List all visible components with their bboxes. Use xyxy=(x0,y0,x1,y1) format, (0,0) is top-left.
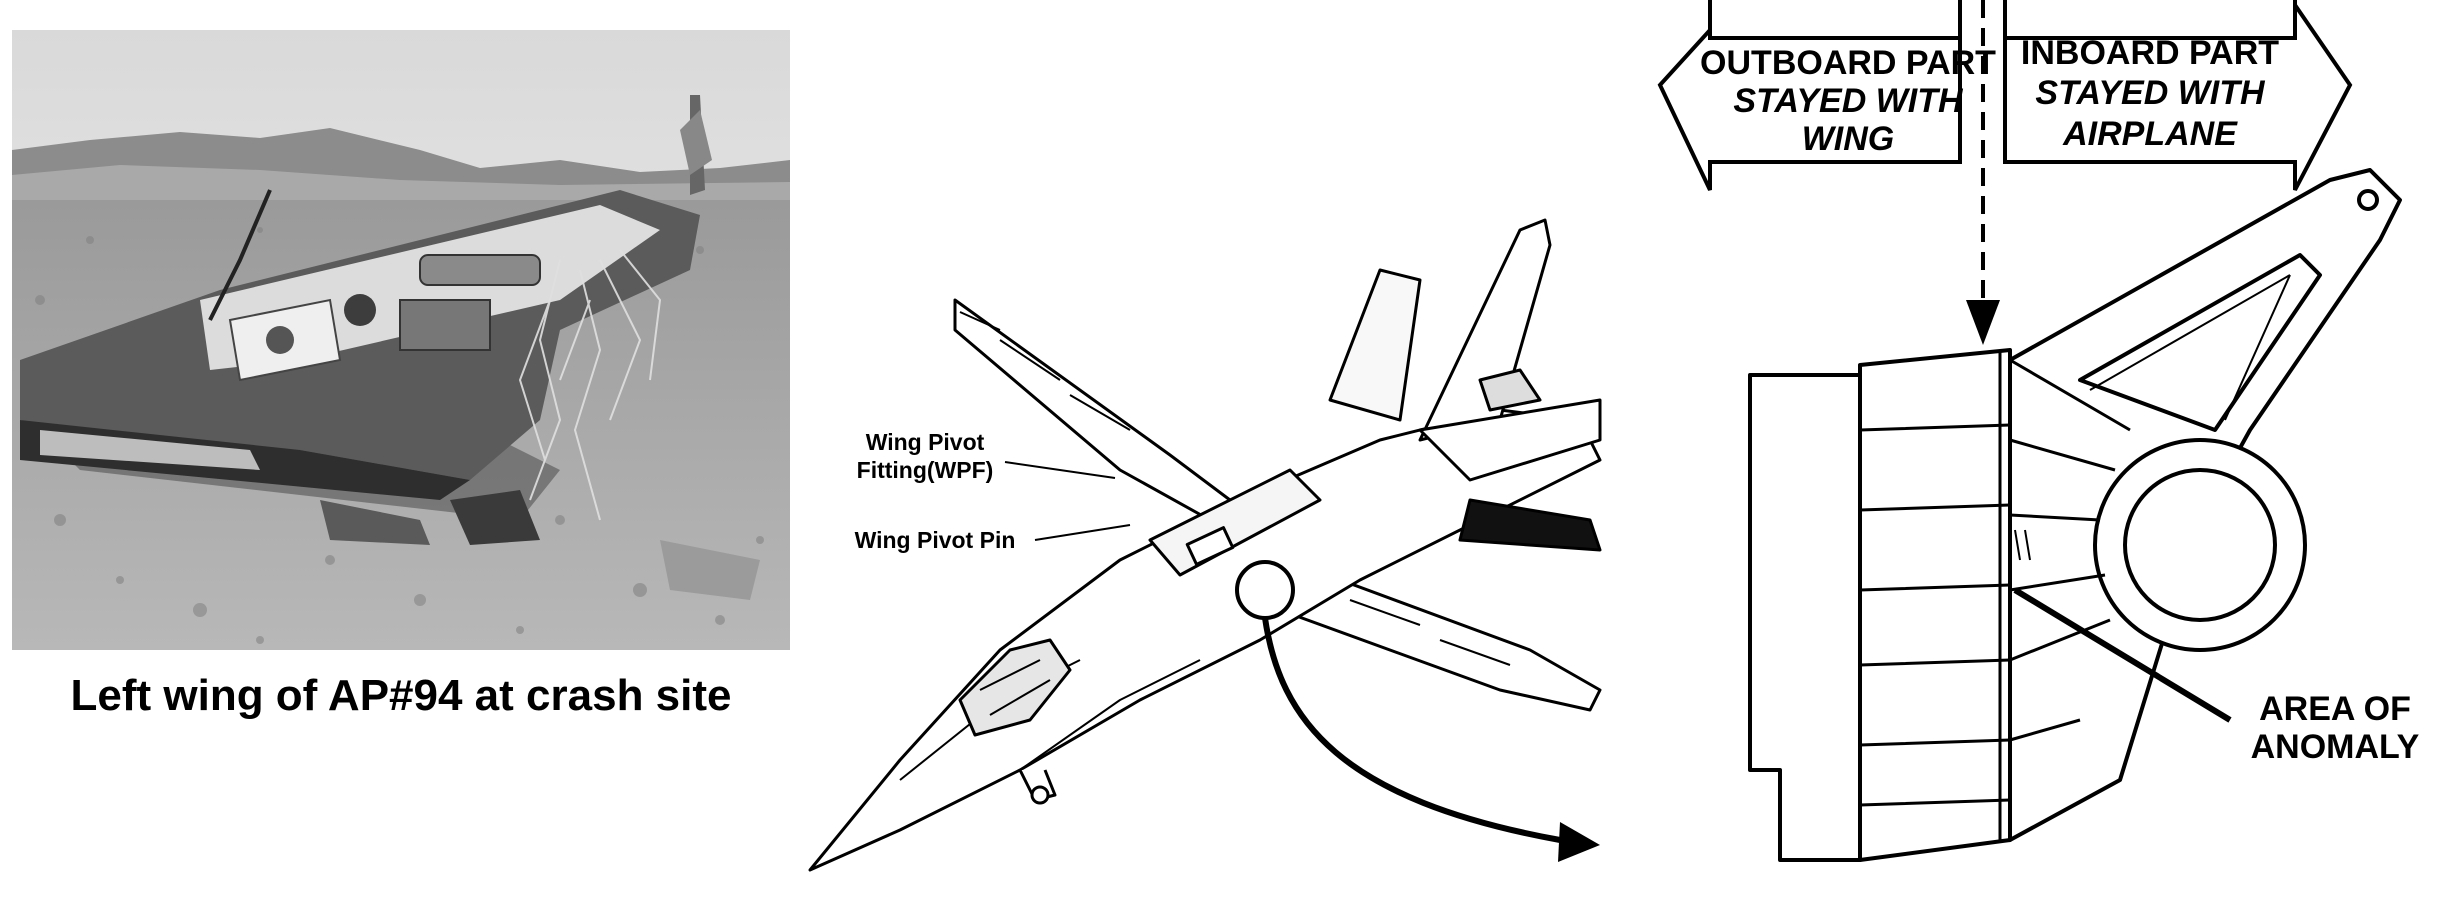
outboard-arrow-box xyxy=(1657,0,1962,191)
wpf-leader-line xyxy=(1004,461,1116,479)
photo-caption: Left wing of AP#94 at crash site xyxy=(71,671,732,720)
inboard-line3: AIRPLANE xyxy=(2062,115,2238,153)
outboard-line1: OUTBOARD PART xyxy=(1700,44,1996,82)
pin-leader-line xyxy=(1034,524,1131,541)
anomaly-line1: AREA OF xyxy=(2259,690,2411,728)
anomaly-leader-line xyxy=(2013,587,2232,723)
wpf-label-line2: Fitting(WPF) xyxy=(857,457,994,483)
inboard-arrow-box xyxy=(2003,0,2353,191)
detail-callout-arrow xyxy=(1262,617,1561,843)
outboard-line2: STAYED WITH xyxy=(1733,82,1964,120)
detail-callout-arrowhead xyxy=(1558,822,1600,862)
inboard-line2: STAYED WITH xyxy=(2035,74,2266,112)
split-line-arrowhead xyxy=(1966,300,2000,345)
anomaly-line2: ANOMALY xyxy=(2251,728,2420,766)
wing-pivot-fitting-drawing xyxy=(1748,168,2402,862)
inboard-line1: INBOARD PART xyxy=(2021,34,2279,72)
pin-label: Wing Pivot Pin xyxy=(855,527,1016,553)
wpf-label-line1: Wing Pivot xyxy=(866,429,985,455)
aircraft-line-drawing xyxy=(808,218,1602,872)
outboard-line3: WING xyxy=(1802,120,1895,158)
crash-site-photo xyxy=(12,30,790,650)
